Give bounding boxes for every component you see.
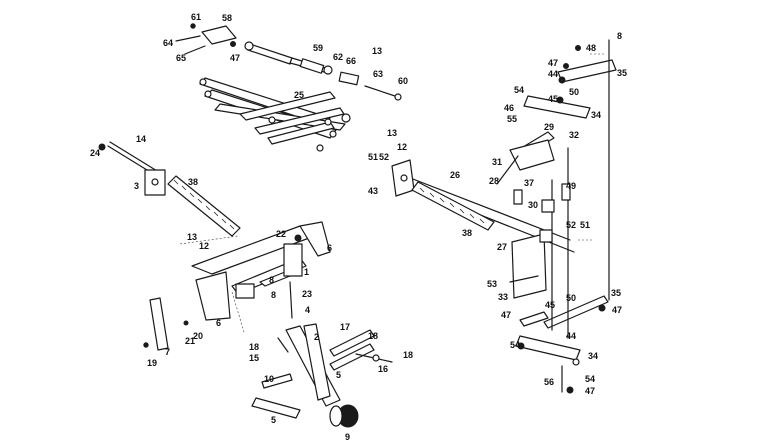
label-59: 59 <box>313 43 323 53</box>
label-54b: 54 <box>510 340 520 350</box>
label-27: 27 <box>497 242 507 252</box>
label-20: 20 <box>193 331 203 341</box>
part-number-labels: 61 58 64 65 47 59 62 66 13 63 60 25 14 2… <box>90 12 627 442</box>
label-54c: 54 <box>585 374 595 384</box>
gas-spring-top <box>244 41 402 101</box>
label-34b: 34 <box>588 351 598 361</box>
label-17: 17 <box>340 322 350 332</box>
label-25: 25 <box>294 90 304 100</box>
label-8: 8 <box>269 275 274 285</box>
label-58: 58 <box>222 13 232 23</box>
label-35b: 35 <box>611 288 621 298</box>
label-56: 56 <box>544 377 554 387</box>
label-51b: 51 <box>580 220 590 230</box>
label-18a: 18 <box>249 342 259 352</box>
label-47d: 47 <box>612 305 622 315</box>
label-66: 66 <box>346 56 356 66</box>
label-5b: 5 <box>271 415 276 425</box>
label-63: 63 <box>373 69 383 79</box>
label-62: 62 <box>333 52 343 62</box>
label-16: 16 <box>378 364 388 374</box>
label-35a: 35 <box>617 68 627 78</box>
label-3: 3 <box>134 181 139 191</box>
label-30: 30 <box>528 200 538 210</box>
label-64: 64 <box>163 38 173 48</box>
label-52b: 52 <box>566 220 576 230</box>
label-38a: 38 <box>188 177 198 187</box>
label-10: 10 <box>264 374 274 384</box>
label-4: 4 <box>305 305 310 315</box>
torsion-spring-38-left <box>167 175 241 237</box>
label-8b: 8 <box>271 290 276 300</box>
label-19: 19 <box>147 358 157 368</box>
label-24: 24 <box>90 148 100 158</box>
label-6b: 6 <box>216 318 221 328</box>
label-45b: 45 <box>545 300 555 310</box>
label-13c: 13 <box>387 128 397 138</box>
label-44a: 44 <box>548 69 558 79</box>
label-1: 1 <box>304 267 309 277</box>
label-47b: 47 <box>548 58 558 68</box>
label-9: 9 <box>345 432 350 442</box>
label-22: 22 <box>276 229 286 239</box>
label-18c: 18 <box>403 350 413 360</box>
label-61: 61 <box>191 12 201 22</box>
label-8-top: 8 <box>617 31 622 41</box>
label-12b: 12 <box>397 142 407 152</box>
label-26: 26 <box>450 170 460 180</box>
label-14: 14 <box>136 134 146 144</box>
label-50a: 50 <box>569 87 579 97</box>
label-33: 33 <box>498 292 508 302</box>
label-55: 55 <box>507 114 517 124</box>
label-29: 29 <box>544 122 554 132</box>
label-44b: 44 <box>566 331 576 341</box>
label-46: 46 <box>504 103 514 113</box>
label-13b: 13 <box>187 232 197 242</box>
label-18b: 18 <box>368 331 378 341</box>
label-38b: 38 <box>462 228 472 238</box>
lower-left-frame <box>143 221 331 351</box>
label-47e: 47 <box>585 386 595 396</box>
label-51a: 51 <box>368 152 378 162</box>
label-28: 28 <box>489 176 499 186</box>
label-13a: 13 <box>372 46 382 56</box>
label-5a: 5 <box>336 370 341 380</box>
bracket-58 <box>175 23 237 55</box>
label-49: 49 <box>566 181 576 191</box>
label-12a: 12 <box>199 241 209 251</box>
label-65: 65 <box>176 53 186 63</box>
label-43: 43 <box>368 186 378 196</box>
label-2: 2 <box>314 332 319 342</box>
label-45a: 45 <box>548 94 558 104</box>
label-60: 60 <box>398 76 408 86</box>
label-47a: 47 <box>230 53 240 63</box>
label-37: 37 <box>524 178 534 188</box>
label-54a: 54 <box>514 85 524 95</box>
right-assembly <box>496 39 617 394</box>
torsion-spring-38-center <box>411 181 495 231</box>
label-48: 48 <box>586 43 596 53</box>
label-7: 7 <box>165 347 170 357</box>
label-23: 23 <box>302 289 312 299</box>
label-32: 32 <box>569 130 579 140</box>
label-47c: 47 <box>501 310 511 320</box>
label-31: 31 <box>492 157 502 167</box>
scissor-linkage <box>199 77 351 152</box>
label-34a: 34 <box>591 110 601 120</box>
label-21: 21 <box>185 336 195 346</box>
label-6a: 6 <box>327 243 332 253</box>
left-shaft <box>98 141 166 196</box>
lower-arm-assembly <box>251 323 393 428</box>
label-50b: 50 <box>566 293 576 303</box>
label-15: 15 <box>249 353 259 363</box>
label-53: 53 <box>487 279 497 289</box>
label-52a: 52 <box>379 152 389 162</box>
